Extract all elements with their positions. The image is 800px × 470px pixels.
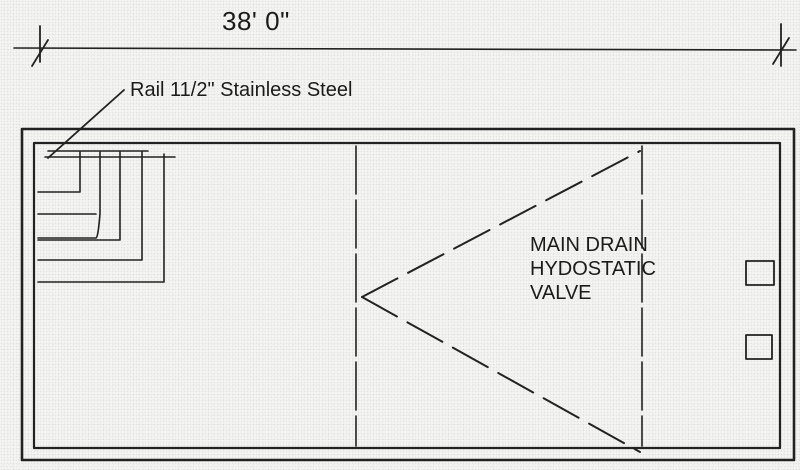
- pool-steps: [37, 150, 176, 283]
- pool-deck-outline: [20, 127, 796, 462]
- wall-fixture-upper: [745, 260, 775, 286]
- pool-length-dimension: 38' 0": [222, 6, 290, 36]
- wall-fixture-lower: [745, 334, 773, 360]
- drain-note-line: MAIN DRAIN: [530, 234, 648, 256]
- drain-note-line: HYDOSTATIC: [530, 258, 656, 280]
- dimension-line: [13, 23, 797, 67]
- pool-wall-outline: [32, 141, 782, 450]
- slope-line-upper: [361, 150, 641, 298]
- rail-leader-line: [47, 89, 125, 159]
- rail-callout-label: Rail 11/2" Stainless Steel: [130, 79, 353, 101]
- main-drain-note: MAIN DRAIN HYDOSTATIC VALVE: [530, 233, 656, 305]
- drain-note-line: VALVE: [530, 282, 592, 304]
- slope-line-lower: [361, 296, 641, 453]
